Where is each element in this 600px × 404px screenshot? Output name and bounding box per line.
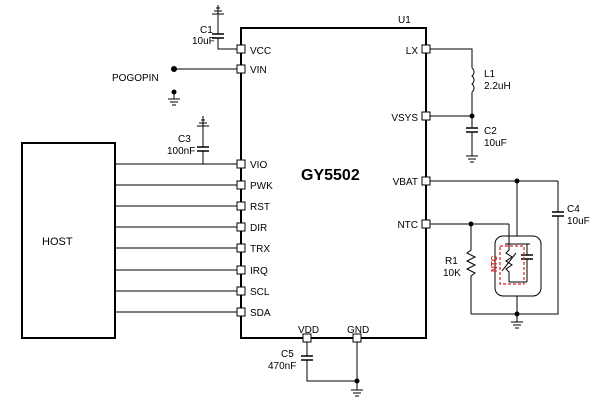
pin-vin [236,64,246,74]
pin-label-sda: SDA [250,308,271,319]
c4-bottom-wire [471,216,559,315]
pin-lx [421,44,431,54]
ground-symbol-pogopin [168,89,180,106]
c5-to-gnd-wire [306,360,357,382]
ntc-tempco-slash [501,252,517,272]
pogopin-label: POGOPIN [112,73,159,84]
capacitor-c4: C4 10uF [471,181,590,315]
battery-pack [494,235,542,314]
pin-vsys [421,111,431,121]
chip-u1: U1 GY5502 [240,15,427,339]
pin-label-lx: LX [406,46,419,57]
pin-label-irq: IRQ [250,266,268,277]
pin-scl [236,286,246,296]
pin-vdd [302,333,312,343]
ground-symbol-battery [511,311,523,329]
ntc-red-label: NTC [490,255,499,272]
pin-label-gnd: GND [347,325,369,336]
c1-to-vcc-wire [217,38,237,50]
ground-symbol-c1 [212,5,224,15]
host-bus-wires [115,163,237,313]
chip-ref-label: U1 [398,15,411,26]
gnd-pin-net [351,342,363,397]
capacitor-c2: C2 10uF [466,113,507,156]
chip-left-pin-labels: VCC VIN VIO PWK RST DIR TRX IRQ SCL SDA [250,46,273,319]
pin-vcc [236,44,246,54]
pin-label-ntc: NTC [397,220,418,231]
chip-right-pin-labels: LX VSYS VBAT NTC [391,46,418,231]
chip-name-label: GY5502 [301,167,360,184]
ntc-net [430,221,510,244]
r1-ref: R1 [445,256,458,267]
pin-label-trx: TRX [250,244,270,255]
capacitor-c5: C5 470nF [268,342,357,382]
pin-dir [236,222,246,232]
vbat-net [430,178,558,236]
pin-label-vbat: VBAT [393,177,418,188]
pin-pwk [236,180,246,190]
pin-trx [236,243,246,253]
pin-irq [236,265,246,275]
c4-value: 10uF [567,216,590,227]
host-label: HOST [42,236,73,248]
pin-sda [236,307,246,317]
r1-value: 10K [443,268,461,279]
pin-vbat [421,176,431,186]
ntc-resistor-zigzag [505,244,513,282]
chip-bottom-pin-labels: VDD GND [298,325,369,336]
c2-value: 10uF [484,138,507,149]
host-body [21,142,116,339]
l1-ref: L1 [484,69,496,80]
c1-value: 10uF [192,36,215,47]
host-block: HOST [21,142,116,339]
c3-value: 100nF [167,146,195,157]
l1-top-wire [430,48,473,68]
capacitor-c1: C1 10uF [192,14,237,50]
l1-value: 2.2uH [484,81,511,92]
chip-body [240,27,427,339]
pin-label-vsys: VSYS [391,113,418,124]
ntc-highlight-box [499,245,525,285]
pin-ntc [421,219,431,229]
pin-vio [236,159,246,169]
pin-label-vdd: VDD [298,325,319,336]
pin-label-vin: VIN [250,65,267,76]
gnd-pogo-dot [171,89,177,95]
gnd-junction-dot [354,378,360,384]
pin-label-scl: SCL [250,287,270,298]
resistor-r1: R1 10K [443,224,477,314]
r1-zigzag [465,224,477,314]
capacitor-c3: C3 100nF [167,126,209,164]
pin-label-vio: VIO [250,160,267,171]
battery-outline [494,235,542,297]
pin-label-rst: RST [250,202,270,213]
pin-label-vcc: VCC [250,46,271,57]
c1-ref: C1 [200,25,213,36]
pogopin-net: POGOPIN [112,66,237,84]
l1-to-vsys-wire [430,92,473,117]
c5-value: 470nF [268,361,296,372]
c5-ref: C5 [281,349,294,360]
pin-label-dir: DIR [250,223,267,234]
pin-rst [236,201,246,211]
pin-gnd [352,333,362,343]
pin-label-pwk: PWK [250,181,273,192]
c2-ref: C2 [484,126,497,137]
ground-symbol-c2 [466,155,478,163]
ground-symbol-c3 [197,116,209,127]
ntc-thermistor: NTC [490,244,525,285]
l1-coil [471,67,475,93]
inductor-l1: L1 2.2uH [430,48,511,117]
c3-ref: C3 [178,134,191,145]
c4-ref: C4 [567,204,580,215]
